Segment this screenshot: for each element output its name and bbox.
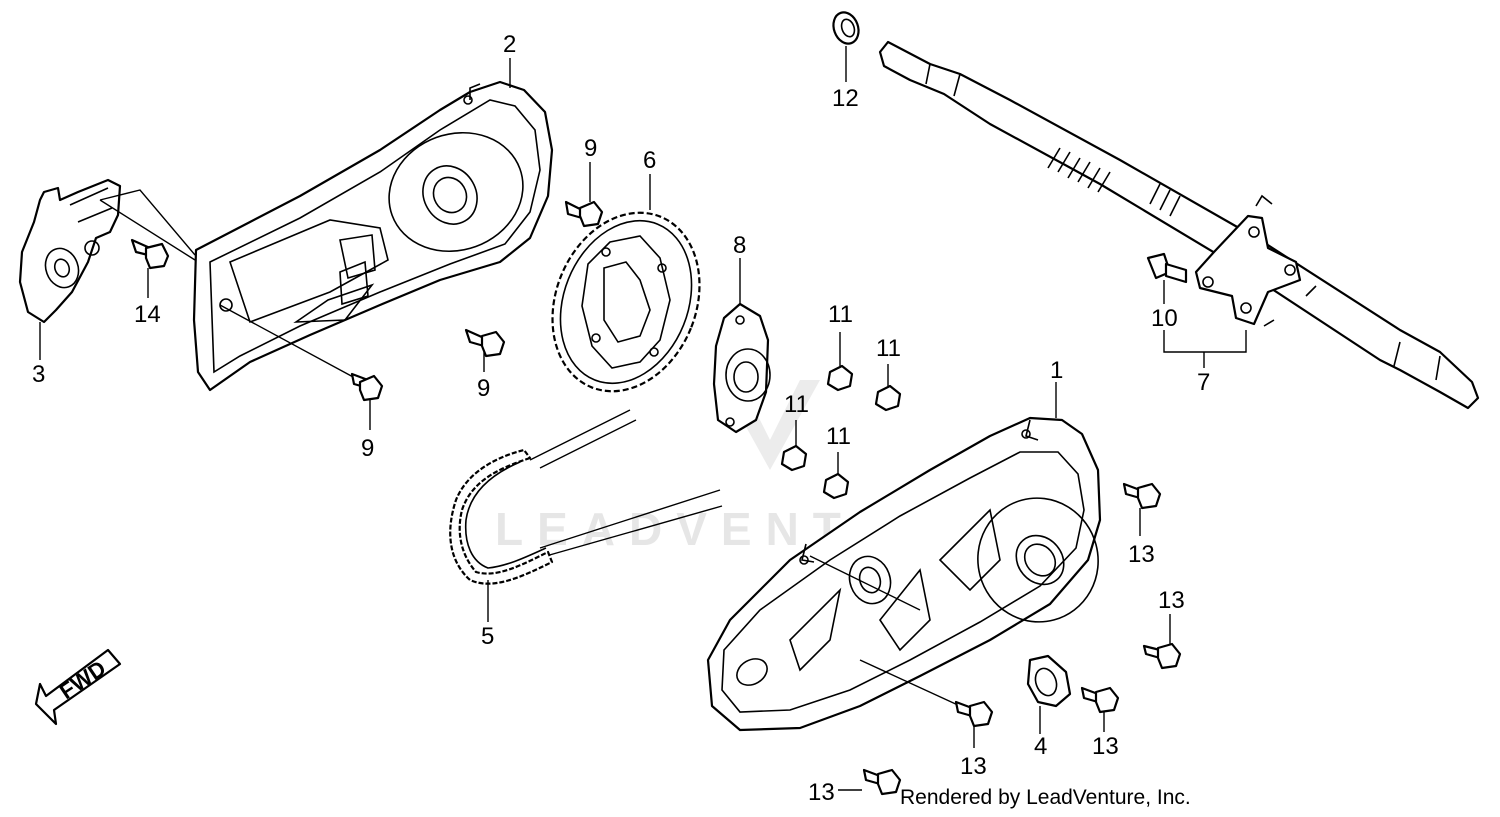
callout-1: 1: [1050, 357, 1063, 384]
nut-part-11-d[interactable]: [822, 452, 850, 500]
nut-part-11-b[interactable]: [874, 364, 902, 412]
seal-part-12[interactable]: [829, 9, 862, 82]
callout-11-c: 11: [784, 391, 809, 418]
bolt-part-13-b[interactable]: [1142, 614, 1182, 670]
callout-labels: 1 2 3 4 5 6 7 8 9 9 9 10 11 11 11 11 12 …: [32, 31, 1210, 806]
callout-6: 6: [643, 147, 656, 174]
callout-12: 12: [832, 85, 859, 112]
bolt-part-13-c[interactable]: [1080, 686, 1120, 732]
drive-chain-part-5[interactable]: [449, 409, 723, 622]
callout-8: 8: [733, 232, 746, 259]
callout-11-d: 11: [826, 423, 851, 450]
bolt-part-13-a[interactable]: [1122, 482, 1162, 536]
callout-11-a: 11: [828, 301, 853, 328]
callout-13-d: 13: [960, 753, 987, 780]
callout-13-a: 13: [1128, 541, 1155, 568]
collar-part-4[interactable]: [1026, 654, 1072, 734]
inner-chain-case-part-2[interactable]: [192, 58, 554, 392]
callout-13-c: 13: [1092, 733, 1119, 760]
sprocket-part-6[interactable]: [527, 174, 726, 414]
callout-9-a: 9: [584, 135, 597, 162]
callout-2: 2: [503, 31, 516, 58]
callout-9-c: 9: [361, 435, 374, 462]
callout-4: 4: [1034, 733, 1047, 760]
callout-5: 5: [481, 623, 494, 650]
bolt-part-14[interactable]: [130, 238, 170, 298]
callout-10: 10: [1151, 305, 1178, 332]
bearing-holder-part-8[interactable]: [712, 258, 771, 434]
forward-direction-arrow: FWD: [34, 648, 122, 726]
leader-lines-3-14: [39, 189, 196, 360]
bolt-part-9-a[interactable]: [564, 162, 604, 228]
stud-part-10[interactable]: [1146, 252, 1188, 304]
bracket-plate-part-3[interactable]: [18, 178, 122, 324]
callout-14: 14: [134, 301, 161, 328]
chain-case-cover-part-1[interactable]: [706, 382, 1112, 732]
bolt-part-13-d[interactable]: [859, 659, 994, 748]
nut-part-11-c[interactable]: [780, 420, 808, 472]
callout-9-b: 9: [477, 375, 490, 402]
rear-axle-part-7[interactable]: [878, 40, 1480, 410]
callout-13-e: 13: [808, 779, 835, 806]
bolt-part-9-b[interactable]: [464, 328, 506, 372]
render-credit: Rendered by LeadVenture, Inc.: [900, 786, 1191, 809]
callout-11-b: 11: [876, 335, 901, 362]
bolt-part-9-c[interactable]: [219, 304, 384, 430]
callout-3: 3: [32, 361, 45, 388]
nut-part-11-a[interactable]: [826, 332, 854, 392]
callout-13-b: 13: [1158, 587, 1185, 614]
bolt-part-13-e[interactable]: [838, 768, 902, 796]
callout-7: 7: [1197, 369, 1210, 396]
